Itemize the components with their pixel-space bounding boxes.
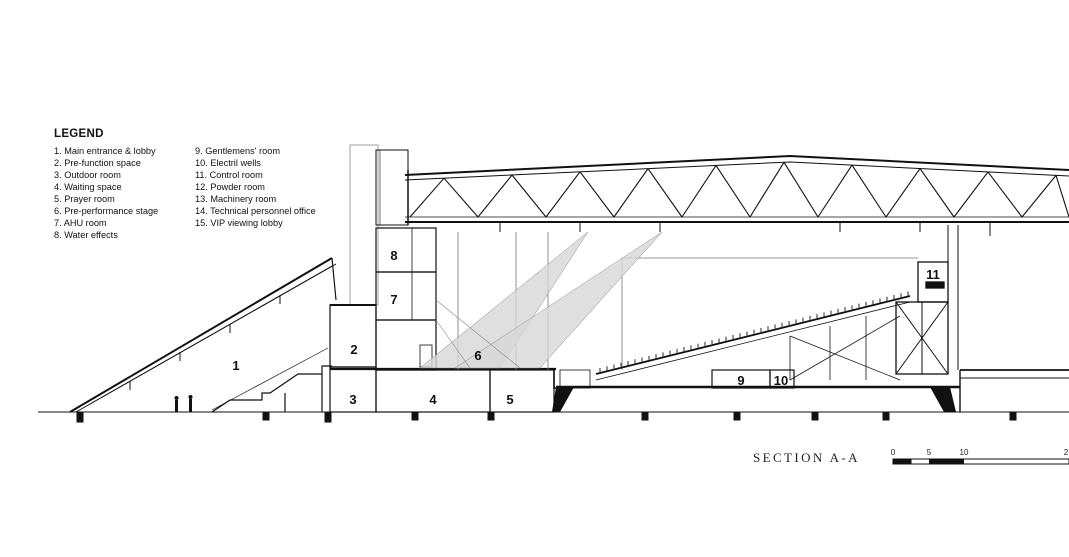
legend-title: LEGEND [54,128,104,140]
legend-item: 9. Gentlemens' room [195,146,280,156]
legend-item: 5. Prayer room [54,194,115,204]
room-label-2: 2 [350,342,357,357]
legend-column-left: 1. Main entrance & lobby 2. Pre-function… [54,145,195,241]
truss-web [681,165,717,218]
truss-web [851,164,887,218]
room-label-3: 3 [349,392,356,407]
truss-web [443,177,479,218]
room-label-8: 8 [390,248,397,263]
room-labels: 1 2 3 4 5 6 7 8 9 10 11 [232,248,939,407]
people-figures [174,395,193,412]
truss-web [1021,174,1057,218]
scale-label: 5 [927,448,932,457]
legend-item: 7. AHU room [54,218,107,228]
legend-item: 4. Waiting space [54,182,122,192]
room-label-7: 7 [390,292,397,307]
legend: LEGEND 1. Main entrance & lobby 2. Pre-f… [54,128,336,241]
scale-label: 0 [891,448,896,457]
legend-item: 12. Powder room [195,182,265,192]
legend-item: 2. Pre-function space [54,158,141,168]
truss-web [715,165,751,218]
truss-web [579,171,615,218]
legend-item: 13. Machinery room [195,194,277,204]
truss-web [1055,175,1069,218]
truss-web [511,174,547,218]
control-tower [895,261,949,375]
truss-web [545,171,581,218]
truss-web [409,177,445,218]
truss-web [613,168,649,218]
truss-web [953,171,989,218]
room-label-1: 1 [232,358,239,373]
legend-item: 11. Control room [195,170,263,180]
floor-plates [552,369,1069,412]
truss-web [987,171,1023,218]
room-label-5: 5 [506,392,513,407]
room-label-6: 6 [474,348,481,363]
legend-column-right: 9. Gentlemens' room 10. Electril wells 1… [195,145,336,241]
room-label-10: 10 [774,373,788,388]
truss-web [477,174,513,218]
truss-web [783,161,819,218]
legend-item: 8. Water effects [54,230,118,240]
legend-item: 1. Main entrance & lobby [54,146,156,156]
truss-web [749,161,785,218]
room-label-9: 9 [737,373,744,388]
room-label-4: 4 [429,392,437,407]
legend-item: 6. Pre-performance stage [54,206,159,216]
auditorium-seating [595,291,911,381]
truss-web [919,168,955,218]
entrance-stair [211,347,332,413]
scale-label: 10 [960,448,969,457]
legend-item: 15. VIP viewing lobby [195,218,283,228]
ground-line [38,411,1069,423]
scale-label: 2 [1064,448,1069,457]
light-beams [419,231,663,369]
scale-bar: 0 5 10 2 [891,448,1069,465]
section-title: SECTION A-A [753,450,860,465]
roof-truss [404,154,1069,236]
core-building [329,144,556,413]
truss-web [647,168,683,218]
truss-web [885,168,921,218]
entrance-canopy [69,257,337,413]
legend-item: 14. Technical personnel office [195,206,316,216]
truss-web [817,164,853,218]
room-label-11: 11 [926,267,940,282]
legend-item: 3. Outdoor room [54,170,121,180]
legend-item: 10. Electril wells [195,158,261,168]
